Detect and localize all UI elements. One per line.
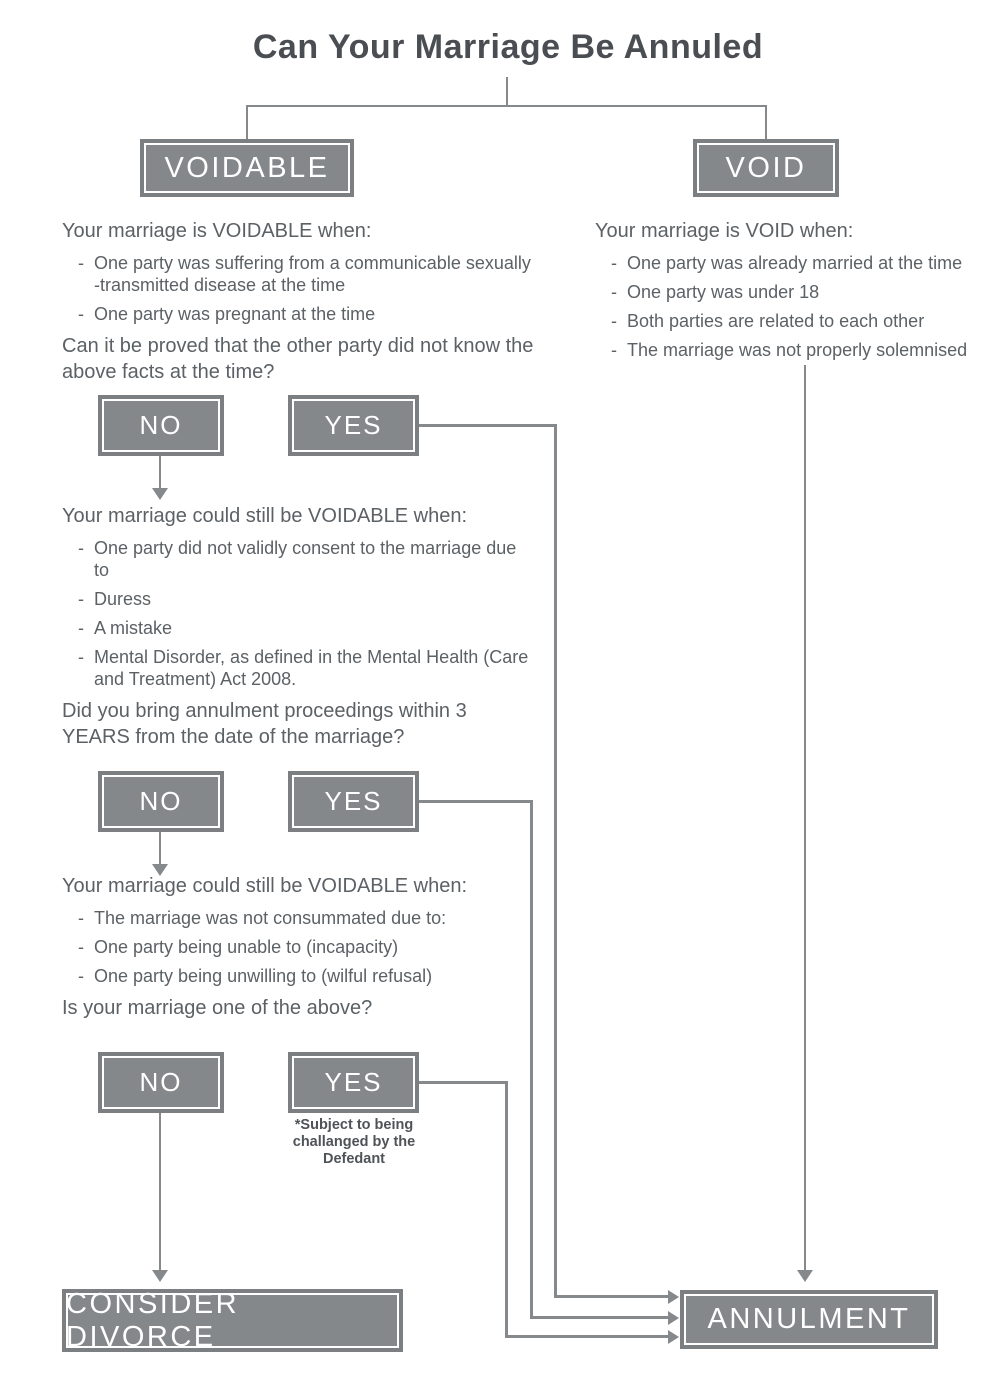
arrowhead-no2-icon: [152, 864, 168, 876]
connector-void-down: [804, 365, 806, 1271]
void-bullet-list: One party was already married at the tim…: [595, 253, 975, 362]
bullet-item: One party was suffering from a communica…: [78, 253, 534, 297]
connector-yes3-into-annulment: [505, 1335, 670, 1338]
yes-node-2: YES: [288, 771, 419, 832]
bullet-item: Duress: [78, 589, 534, 611]
connector-yes2-into-annulment: [530, 1316, 670, 1319]
void-heading: Your marriage is VOID when:: [595, 220, 854, 242]
bullet-item: Mental Disorder, as defined in the Menta…: [78, 647, 534, 691]
yes-node-3: YES: [288, 1052, 419, 1113]
bullet-item: Both parties are related to each other: [611, 311, 975, 333]
connector-title-stem: [506, 77, 508, 106]
voidable-section-3: Your marriage could still be VOIDABLE wh…: [62, 874, 534, 1021]
bullet-item: The marriage was not consummated due to:: [78, 908, 534, 930]
connector-no2-down: [159, 832, 161, 865]
connector-tree-left-drop: [246, 105, 248, 140]
connector-tree-right-drop: [765, 105, 767, 140]
arrowhead-no1-icon: [152, 488, 168, 500]
yes3-footnote: *Subject to being challanged by the Defe…: [292, 1117, 416, 1168]
section3-question: Is your marriage one of the above?: [62, 996, 373, 1019]
void-node: VOID: [693, 139, 839, 197]
connector-yes3-out: [419, 1081, 508, 1084]
section2-heading: Your marriage could still be VOIDABLE wh…: [62, 505, 468, 527]
section2-question: Did you bring annulment proceedings with…: [62, 699, 467, 748]
bullet-item: One party being unwilling to (wilful ref…: [78, 966, 534, 988]
connector-yes1-out: [419, 424, 557, 427]
section1-bullet-list: One party was suffering from a communica…: [62, 253, 534, 326]
arrowhead-yes2-icon: [668, 1311, 679, 1325]
section1-heading: Your marriage is VOIDABLE when:: [62, 220, 372, 242]
voidable-section-1: Your marriage is VOIDABLE when: One part…: [62, 219, 534, 385]
bullet-item: One party was pregnant at the time: [78, 304, 534, 326]
connector-yes2-down: [530, 800, 533, 1318]
no-node-3: NO: [98, 1052, 224, 1113]
no-node-1: NO: [98, 395, 224, 456]
bullet-item: One party was under 18: [611, 282, 975, 304]
voidable-node: VOIDABLE: [140, 139, 354, 197]
bullet-item: One party was already married at the tim…: [611, 253, 975, 275]
arrowhead-no3-icon: [152, 1270, 168, 1282]
bullet-item: One party did not validly consent to the…: [78, 538, 534, 582]
arrowhead-void-icon: [797, 1270, 813, 1282]
no-node-2: NO: [98, 771, 224, 832]
section3-heading: Your marriage could still be VOIDABLE wh…: [62, 875, 468, 897]
section3-bullet-list: The marriage was not consummated due to:…: [62, 908, 534, 988]
flowchart-title: Can Your Marriage Be Annuled: [252, 28, 764, 66]
yes-node-1: YES: [288, 395, 419, 456]
connector-yes1-down: [554, 424, 557, 1297]
connector-tree-horizontal: [246, 105, 767, 107]
arrowhead-yes1-icon: [668, 1290, 679, 1304]
connector-no1-down: [159, 456, 161, 489]
bullet-item: A mistake: [78, 618, 534, 640]
bullet-item: The marriage was not properly solemnised: [611, 340, 975, 362]
annulment-node: ANNULMENT: [680, 1290, 938, 1349]
connector-no3-down: [159, 1113, 161, 1271]
consider-divorce-node: CONSIDER DIVORCE: [62, 1288, 403, 1353]
void-section: Your marriage is VOID when: One party wa…: [595, 219, 975, 369]
voidable-section-2: Your marriage could still be VOIDABLE wh…: [62, 504, 534, 750]
connector-yes2-out: [419, 800, 533, 803]
arrowhead-yes3-icon: [668, 1330, 679, 1344]
section1-question: Can it be proved that the other party di…: [62, 334, 534, 383]
connector-yes3-down: [505, 1081, 508, 1337]
section2-bullet-list: One party did not validly consent to the…: [62, 538, 534, 691]
connector-yes1-into-annulment: [554, 1295, 670, 1298]
bullet-item: One party being unable to (incapacity): [78, 937, 534, 959]
